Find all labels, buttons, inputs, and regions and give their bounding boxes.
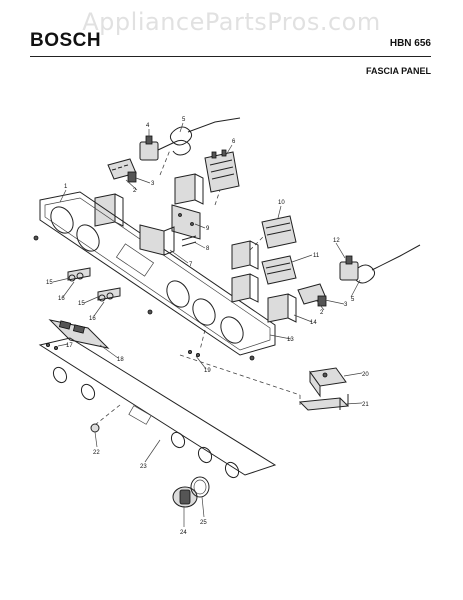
callout-11: 11 [313,253,320,259]
callout-25: 25 [200,520,207,526]
callout-20: 20 [362,372,369,378]
part-board-screws [181,235,197,247]
section-title: FASCIA PANEL [365,66,431,76]
callout-24: 24 [180,530,187,536]
part-switch-block-11 [261,255,297,285]
part-control-board [171,204,201,240]
part-knob-ring [190,476,210,498]
callout-2b: 2 [320,310,324,316]
alignment-lines [94,149,301,426]
part-thermostat-upper [139,135,176,161]
part-switch-block-10 [261,215,297,249]
callout-4: 4 [146,123,150,129]
callout-15a: 15 [46,280,53,286]
part-fascia-frame [33,191,276,361]
brand-logo: BOSCH [30,30,102,51]
part-relay [309,367,347,398]
callout-16b: 16 [89,316,96,322]
callout-8: 8 [206,246,210,252]
part-switch-block-6 [204,149,240,193]
callout-9: 9 [206,226,210,232]
part-screws-19 [187,349,200,357]
part-clock-module [48,319,110,349]
callout-13: 13 [287,337,294,343]
part-bracket-upper-mid [174,173,204,205]
callout-23: 23 [140,464,147,470]
part-fascia-cover [38,337,277,479]
callout-3a: 3 [151,181,155,187]
part-screws-17 [46,342,59,350]
callout-5a: 5 [182,117,186,123]
callout-6: 6 [232,139,236,145]
model-number: HBN 656 [389,38,431,49]
part-selector-switch-lower [297,283,327,307]
part-capillary-probe-upper [169,117,241,156]
part-shafts-lower [97,287,121,302]
callout-2a: 2 [133,188,137,194]
watermark: AppliancePartsPros.com [82,8,381,36]
callout-3b: 3 [344,302,348,308]
callout-18: 18 [117,357,124,363]
part-push-button [90,423,100,433]
callout-7: 7 [189,262,193,268]
callout-22: 22 [93,450,100,456]
part-relay-bracket [298,394,350,411]
part-thermostat-lower [339,255,359,281]
part-control-knob [172,486,198,508]
callout-labels: 1 2 3 4 5 6 7 8 9 10 11 12 13 14 15 16 1… [46,117,369,536]
leader-lines [52,122,363,527]
part-bracket-upper-left [94,193,124,227]
callout-14: 14 [310,320,317,326]
header-rule [30,56,431,57]
part-shafts-upper [67,267,91,282]
callout-16a: 16 [58,296,65,302]
part-selector-switch-upper [107,158,137,183]
part-bracket-14 [267,293,297,323]
part-bracket-right-upper [231,240,259,270]
callout-5b: 5 [351,297,355,303]
callout-15b: 15 [78,301,85,307]
callout-21: 21 [362,402,369,408]
callout-19: 19 [204,368,211,374]
callout-1: 1 [64,184,68,190]
callout-17: 17 [66,343,73,349]
callout-12: 12 [333,238,340,244]
callout-10: 10 [278,200,285,206]
part-bracket-right-lower [231,273,259,303]
part-capillary-probe-lower [355,244,421,284]
part-board-bracket [139,224,175,256]
